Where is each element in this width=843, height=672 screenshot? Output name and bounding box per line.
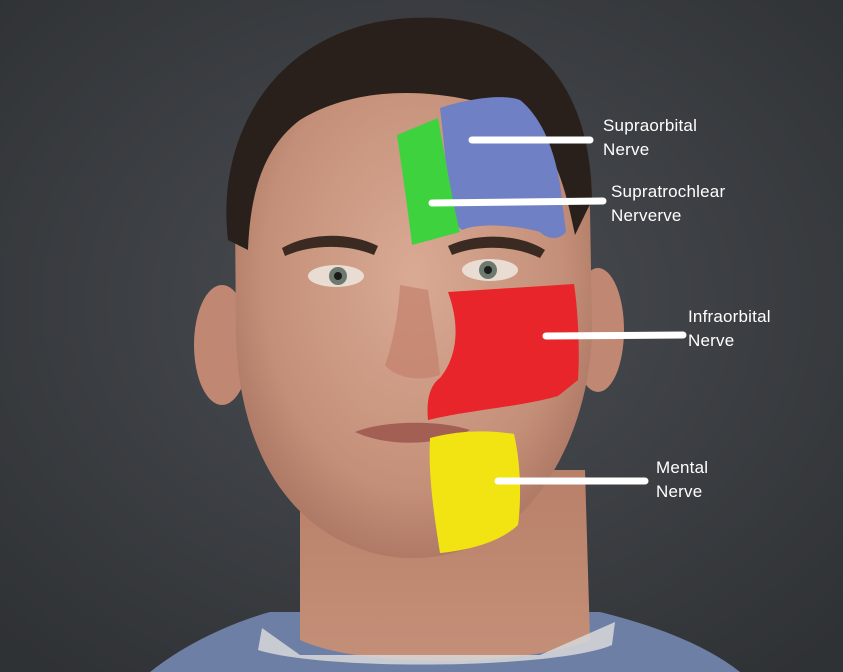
supratrochlear-label-line2: Nerverve — [611, 206, 682, 225]
supratrochlear-label-line1: Supratrochlear — [611, 182, 726, 201]
supratrochlear-label: Supratrochlear Nerverve — [611, 180, 725, 228]
infraorbital-leader-line — [542, 331, 687, 340]
left-pupil — [334, 272, 342, 280]
nose — [385, 285, 440, 379]
supraorbital-label: Supraorbital Nerve — [603, 114, 697, 162]
right-eyebrow — [448, 236, 545, 258]
collar-lanyard — [258, 622, 615, 665]
mental-label-line2: Nerve — [656, 482, 703, 501]
left-eyebrow — [282, 235, 378, 256]
supratrochlear-region — [397, 118, 460, 245]
hair — [226, 17, 592, 250]
infraorbital-label: Infraorbital Nerve — [688, 305, 771, 353]
infraorbital-region — [427, 284, 579, 420]
mental-region — [429, 431, 521, 553]
supraorbital-label-line1: Supraorbital — [603, 116, 698, 135]
supratrochlear-leader-line — [428, 197, 607, 207]
infraorbital-label-line1: Infraorbital — [688, 307, 771, 326]
right-pupil — [484, 266, 492, 274]
mental-label: Mental Nerve — [656, 456, 708, 504]
infraorbital-label-line2: Nerve — [688, 331, 735, 350]
mental-label-line1: Mental — [656, 458, 709, 477]
supraorbital-label-line2: Nerve — [603, 140, 650, 159]
